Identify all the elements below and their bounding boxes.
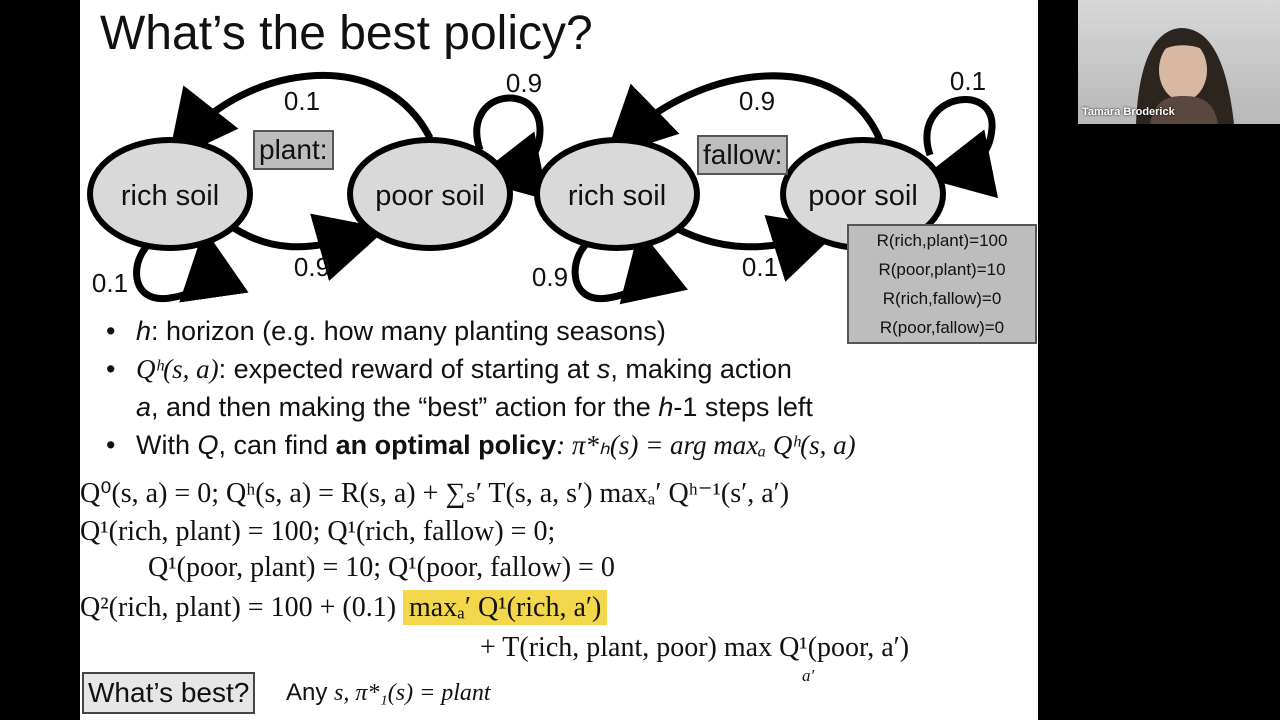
reward-rich-plant: R(rich,plant)=100 bbox=[876, 231, 1008, 250]
plant-prob-poor-to-rich: 0.1 bbox=[284, 86, 320, 116]
q2-line2-subscript: a′ bbox=[802, 666, 815, 685]
bullet-horizon: • h: horizon (e.g. how many planting sea… bbox=[98, 312, 1028, 350]
slide-title: What’s the best policy? bbox=[100, 7, 593, 60]
reward-poor-plant: R(poor,plant)=10 bbox=[878, 260, 1006, 279]
fallow-arrow-rich-to-poor bbox=[663, 215, 842, 282]
q-def-s: s bbox=[596, 354, 611, 384]
fallow-arrow-rich-self bbox=[571, 228, 689, 305]
q-def-text-4: -1 steps left bbox=[673, 392, 813, 422]
bullet-dot: • bbox=[106, 430, 116, 460]
answer-prefix: Any bbox=[286, 679, 335, 706]
fallow-prob-rich-to-poor: 0.1 bbox=[742, 252, 778, 282]
slide-canvas: What’s the best policy? rich soil bbox=[80, 0, 1038, 720]
q-def-text-3: , and then making the “best” action for … bbox=[151, 392, 659, 422]
q2-highlighted-term: maxₐ′ Q¹(rich, a′) bbox=[403, 590, 608, 625]
reward-poor-fallow: R(poor,fallow)=0 bbox=[879, 318, 1005, 337]
q-def-a: a bbox=[136, 392, 152, 422]
plant-arrow-poor-self bbox=[472, 94, 549, 201]
fallow-arrow-poor-to-rich bbox=[604, 72, 884, 158]
fallow-arrow-poor-self bbox=[922, 96, 999, 199]
plant-arrow-poor-to-rich bbox=[167, 72, 434, 162]
policy-mid: , can find bbox=[218, 430, 336, 460]
q1-poor-equation: Q¹(poor, plant) = 10; Q¹(poor, fallow) =… bbox=[148, 552, 615, 583]
bullet-dot: • bbox=[106, 316, 116, 346]
bullet-dot: • bbox=[106, 354, 116, 384]
bullet-list: • h: horizon (e.g. how many planting sea… bbox=[98, 312, 1028, 464]
q-def-h: h bbox=[658, 392, 674, 422]
plant-arrow-rich-to-poor bbox=[222, 213, 387, 282]
horizon-text: : horizon (e.g. how many planting season… bbox=[151, 316, 666, 346]
horizon-var: h bbox=[136, 316, 152, 346]
policy-prefix: With bbox=[136, 430, 198, 460]
answer-line: Any s, π*₁(s) = plant bbox=[286, 676, 491, 710]
policy-math: : π*ₕ(s) = arg maxₐ Qʰ(s, a) bbox=[556, 430, 856, 460]
plant-state-rich bbox=[87, 137, 253, 251]
plant-state-poor-label: poor soil bbox=[375, 180, 485, 212]
q2-equation-line1: Q²(rich, plant) = 100 + (0.1) maxₐ′ Q¹(r… bbox=[80, 590, 608, 626]
plant-state-rich-label: rich soil bbox=[121, 180, 219, 212]
fallow-state-rich-label: rich soil bbox=[568, 180, 666, 212]
plant-state-poor bbox=[347, 137, 513, 251]
speaker-name: Tamara Broderick bbox=[1082, 106, 1175, 118]
speaker-video-tile[interactable]: Tamara Broderick bbox=[1078, 0, 1280, 124]
plant-prob-rich-to-poor: 0.9 bbox=[294, 252, 330, 282]
plant-action-label: plant: bbox=[253, 130, 334, 170]
answer-math: s, π*₁(s) = plant bbox=[334, 680, 491, 706]
bullet-q-definition-cont: a, and then making the “best” action for… bbox=[98, 388, 1028, 426]
q2-equation-line2: + T(rich, plant, poor) max Q¹(poor, a′) … bbox=[480, 630, 910, 685]
plant-arrow-rich-self bbox=[133, 228, 249, 303]
q2-prefix: Q²(rich, plant) = 100 + (0.1) bbox=[80, 592, 397, 623]
fallow-prob-poor-to-rich: 0.9 bbox=[739, 86, 775, 116]
plant-prob-rich-self: 0.1 bbox=[92, 268, 128, 298]
plant-prob-poor-self: 0.9 bbox=[506, 68, 542, 98]
fallow-prob-rich-self: 0.9 bbox=[532, 262, 568, 292]
reward-rich-fallow: R(rich,fallow)=0 bbox=[882, 289, 1002, 308]
policy-q: Q bbox=[197, 430, 219, 460]
reward-table: R(rich,plant)=100 R(poor,plant)=10 R(ric… bbox=[847, 224, 1037, 344]
q-def-math: Qʰ(s, a) bbox=[136, 354, 219, 384]
fallow-state-rich bbox=[534, 137, 700, 251]
bullet-q-definition: • Qʰ(s, a): expected reward of starting … bbox=[98, 350, 1028, 388]
fallow-prob-poor-self: 0.1 bbox=[950, 66, 986, 96]
fallow-state-poor-label: poor soil bbox=[808, 180, 918, 212]
bullet-optimal-policy: • With Q, can find an optimal policy: π*… bbox=[98, 426, 1028, 464]
q-recursion-equation: Q⁰(s, a) = 0; Qʰ(s, a) = R(s, a) + ∑ₛ′ T… bbox=[80, 478, 790, 509]
whats-best-box: What’s best? bbox=[82, 672, 256, 714]
q-def-text-2: , making action bbox=[610, 354, 792, 384]
policy-bold: an optimal policy bbox=[335, 430, 557, 460]
speaker-avatar bbox=[1136, 28, 1234, 124]
fallow-action-label: fallow: bbox=[697, 135, 789, 175]
q-def-text-1: : expected reward of starting at bbox=[218, 354, 597, 384]
q2-line2-text: + T(rich, plant, poor) max Q¹(poor, a′) bbox=[480, 632, 910, 663]
q1-rich-equation: Q¹(rich, plant) = 100; Q¹(rich, fallow) … bbox=[80, 516, 556, 547]
